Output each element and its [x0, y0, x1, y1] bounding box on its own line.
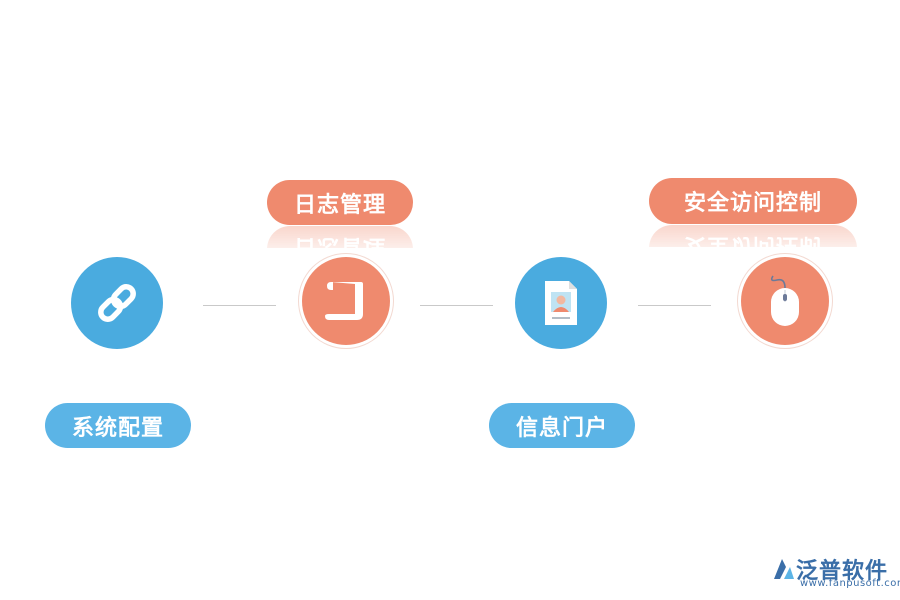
brand-name: 泛普软件: [796, 559, 889, 584]
label-reflection-text-security: 安全访问控制: [649, 225, 857, 247]
connector-line-3: [638, 305, 711, 306]
connector-line-1: [203, 305, 276, 306]
step-label-log-management: 日志管理: [267, 180, 413, 225]
node-system-config: [71, 257, 163, 349]
label-reflection-text-log: 日志管理: [267, 226, 413, 248]
brand-logo-icon: [774, 559, 794, 579]
label-reflection-log: 日志管理: [267, 226, 413, 248]
step-label-info-portal: 信息门户: [489, 403, 635, 448]
label-reflection-security: 安全访问控制: [649, 225, 857, 247]
step-label-system-config: 系统配置: [45, 403, 191, 448]
node-info-portal: [515, 257, 607, 349]
brand-logo: 泛普软件: [770, 553, 888, 585]
node-log-management: [302, 257, 390, 345]
step-label-security-access: 安全访问控制: [649, 178, 857, 224]
scroll-document-icon: [325, 282, 363, 320]
node-security-access: [741, 257, 829, 345]
brand-url: www.fanpusoft.com: [800, 578, 900, 589]
link-chain-icon: [98, 284, 136, 322]
profile-document-icon: [545, 281, 577, 325]
mouse-icon: [770, 275, 799, 326]
connector-line-2: [420, 305, 493, 306]
